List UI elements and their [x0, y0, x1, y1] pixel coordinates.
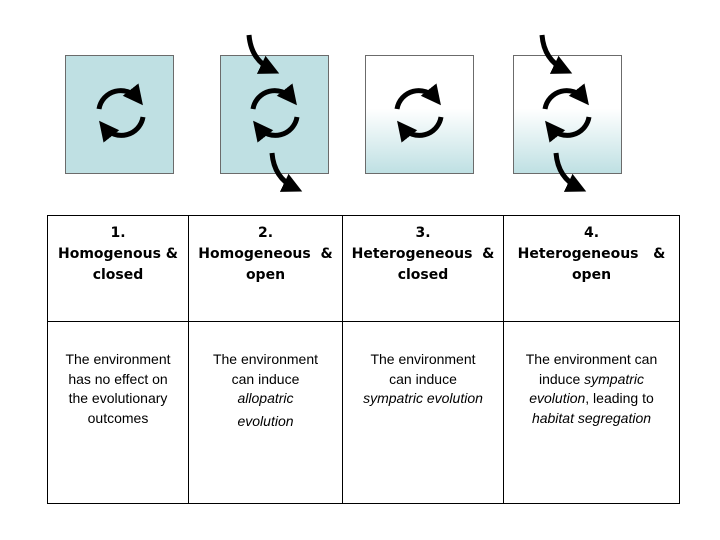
column-title-line2: closed — [92, 267, 144, 283]
header-cell-2: 2. Homogeneous & open — [188, 215, 343, 322]
column-title-line2: closed — [397, 267, 449, 283]
environment-table: 1. Homogenous & closed 2. Homogeneous & … — [47, 215, 680, 504]
description-cell-4: The environment can induce sympatric evo… — [503, 321, 680, 504]
column-title-line1: Homogenous & — [57, 246, 179, 262]
column-title-line2: open — [245, 267, 286, 283]
desc-line: , leading to — [585, 390, 654, 406]
desc-line: the evolutionary — [68, 390, 168, 406]
desc-line: induce — [538, 370, 585, 387]
desc-italic: sympatric evolution — [363, 390, 483, 406]
env-box-heterogeneous-open — [513, 55, 622, 174]
header-cell-1: 1. Homogenous & closed — [47, 215, 189, 322]
column-number: 1. — [110, 225, 126, 241]
description-cell-2: The environment can induce allopatric ev… — [188, 321, 343, 504]
desc-italic: allopatric — [237, 390, 294, 406]
desc-line: has no effect on — [68, 370, 168, 387]
description-cell-3: The environment can induce sympatric evo… — [342, 321, 504, 504]
column-title-line1: Heterogeneous & — [351, 246, 495, 262]
column-number: 2. — [257, 225, 274, 241]
column-title-line2: open — [571, 267, 612, 283]
column-number: 4. — [583, 225, 600, 241]
desc-italic: evolution — [237, 412, 294, 429]
env-box-homogeneous-open — [220, 55, 329, 174]
desc-italic: habitat segregation — [531, 409, 652, 426]
desc-line: The environment can — [525, 351, 658, 367]
header-row: 1. Homogenous & closed 2. Homogeneous & … — [47, 215, 680, 322]
desc-italic: sympatric — [584, 370, 645, 387]
desc-line: The environment — [212, 351, 319, 367]
desc-line: can induce — [231, 370, 300, 387]
env-box-homogenous-closed — [65, 55, 174, 174]
description-cell-1: The environment has no effect on the evo… — [47, 321, 189, 504]
column-number: 3. — [415, 225, 431, 241]
desc-italic: evolution — [529, 390, 586, 406]
column-title-line1: Heterogeneous & — [517, 246, 666, 262]
desc-line: The environment — [65, 351, 171, 367]
header-cell-3: 3. Heterogeneous & closed — [342, 215, 504, 322]
desc-line: The environment — [370, 351, 476, 367]
column-title-line1: Homogeneous & — [198, 246, 333, 262]
env-box-heterogeneous-closed — [365, 55, 474, 174]
description-row: The environment has no effect on the evo… — [47, 321, 680, 504]
desc-line: can induce — [389, 370, 457, 387]
desc-line: outcomes — [87, 409, 149, 426]
header-cell-4: 4. Heterogeneous & open — [503, 215, 680, 322]
